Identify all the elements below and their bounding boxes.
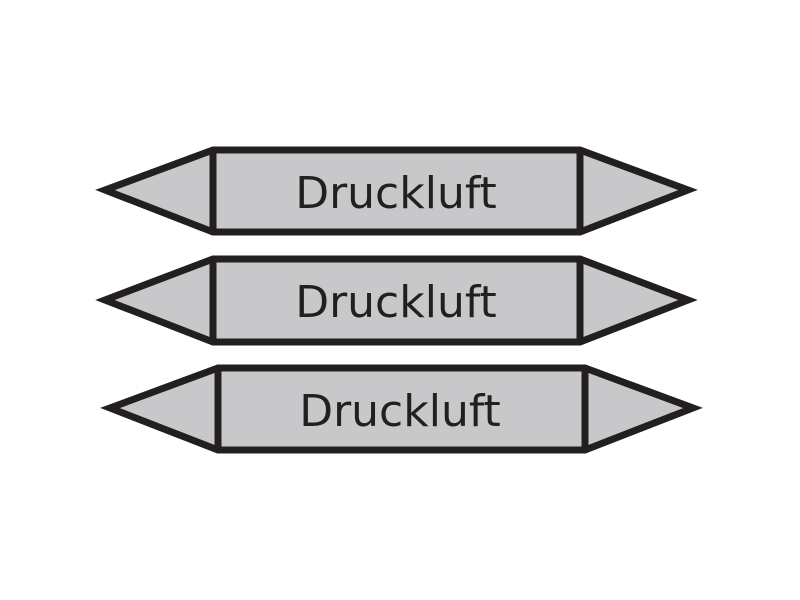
pipe-label-2: Druckluft [95,255,698,346]
pipe-label-3: Druckluft [100,364,703,454]
pipe-label-1-text: Druckluft [295,168,497,219]
pipe-label-2-text: Druckluft [295,277,497,328]
pipe-label-3-text: Druckluft [299,386,501,437]
pipe-label-1: Druckluft [95,146,698,236]
